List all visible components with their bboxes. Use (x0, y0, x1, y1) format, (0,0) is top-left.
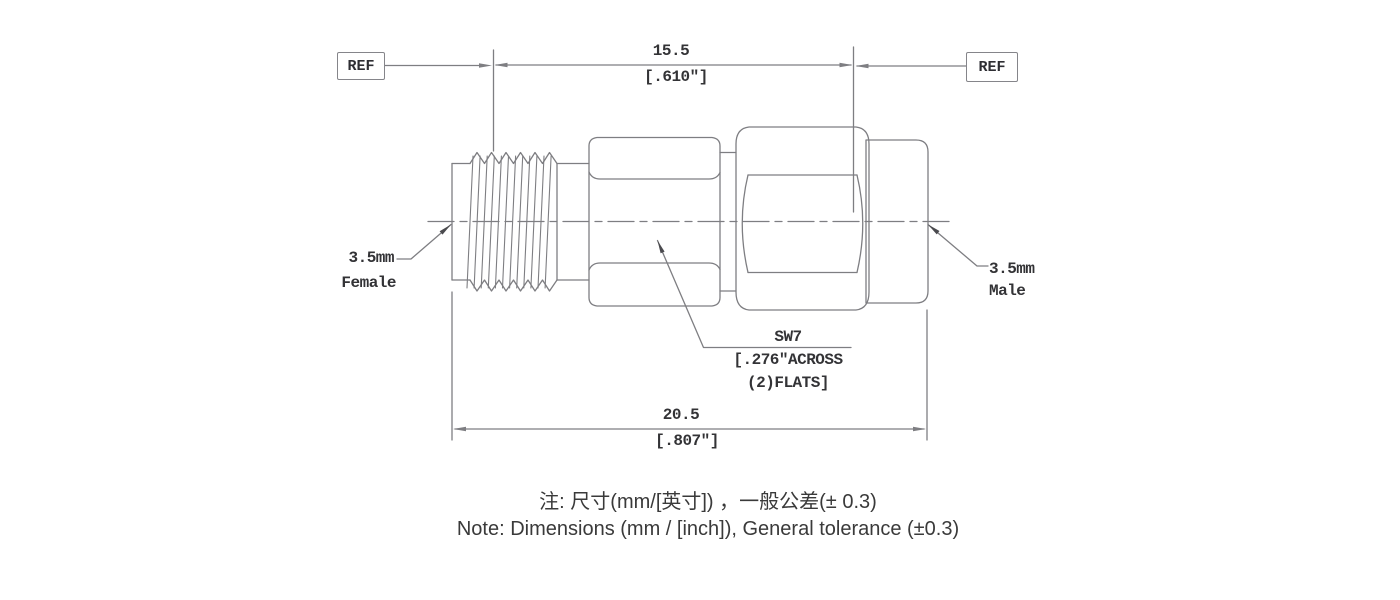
leader-female (396, 223, 452, 260)
note-en: Note: Dimensions (mm / [inch]), General … (8, 516, 1400, 543)
note-zh-text: 注: 尺寸(mm/[英寸]) ，一般公差(± 0.3) (539, 491, 877, 513)
dim-top-inch: [.610″] (644, 68, 708, 86)
ref-label-right: REF (978, 58, 1006, 76)
dim-overall-inch: [.807″] (655, 432, 719, 450)
female-thread-section (451, 151, 590, 292)
neck-groove (719, 151, 737, 292)
leader-male (927, 223, 989, 267)
coupling-nut (735, 126, 870, 311)
hex-body-sw7 (588, 136, 721, 307)
dimension-top (382, 46, 967, 213)
note-zh: 注: 尺寸(mm/[英寸]) ，一般公差(± 0.3) (8, 489, 1400, 516)
label-female-size: 3.5mm (348, 249, 394, 267)
ref-label-left: REF (347, 57, 375, 75)
hex-note-across: [.276″ACROSS (733, 351, 843, 369)
label-female-gender: Female (341, 274, 396, 292)
note-en-text: Note: Dimensions (mm / [inch]), General … (456, 518, 960, 540)
dim-overall-mm: 20.5 (662, 406, 700, 424)
ref-box-left: REF (337, 52, 385, 80)
thread-helix-lines (466, 155, 552, 289)
hex-note-flats: (2)FLATS] (747, 374, 829, 392)
ref-box-right: REF (966, 52, 1018, 82)
label-male-size: 3.5mm (989, 260, 1035, 278)
hex-note-sw7: SW7 (774, 328, 802, 346)
label-male-gender: Male (989, 282, 1026, 300)
leader-sw7 (656, 239, 852, 349)
dim-top-mm: 15.5 (652, 42, 690, 60)
male-body (865, 139, 929, 304)
dimension-overall (451, 291, 928, 441)
